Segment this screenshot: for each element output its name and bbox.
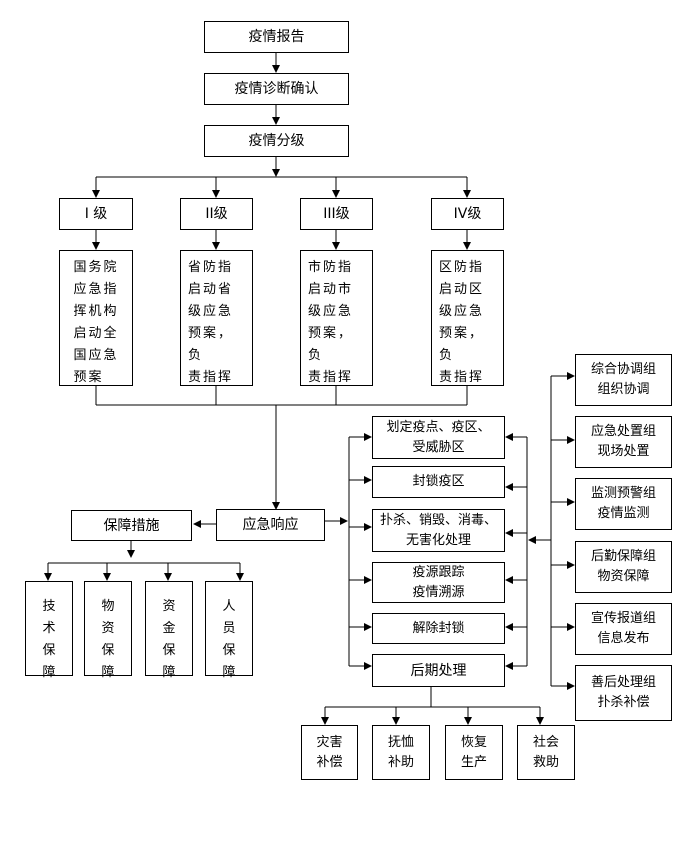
group-disposal-box: 应急处置组 现场处置 [575, 416, 672, 468]
fund-safeguard-box: 资 金 保 障 [145, 581, 193, 680]
level-3-box: III级 [300, 198, 373, 230]
material-safeguard-box: 物 资 保 障 [84, 581, 132, 680]
level-1-box: I 级 [59, 198, 133, 230]
emergency-response-box: 应急响应 [216, 509, 325, 541]
safeguard-measures-box: 保障措施 [71, 510, 192, 541]
level-4-box: IV级 [431, 198, 504, 230]
action-trace-source-box: 疫源跟踪 疫情溯源 [372, 562, 505, 603]
diagnosis-confirm-box: 疫情诊断确认 [204, 73, 349, 105]
social-relief-box: 社会 救助 [517, 725, 575, 780]
group-logistics-box: 后勤保障组 物资保障 [575, 541, 672, 593]
action-lift-blockade-box: 解除封锁 [372, 613, 505, 644]
action-cull-disinfect-box: 扑杀、销毁、消毒、 无害化处理 [372, 509, 505, 552]
restore-production-box: 恢复 生产 [445, 725, 503, 780]
group-aftercare-box: 善后处理组 扑杀补偿 [575, 665, 672, 721]
epidemic-grading-box: 疫情分级 [204, 125, 349, 157]
group-coordination-box: 综合协调组 组织协调 [575, 354, 672, 406]
disaster-compensation-box: 灾害 补偿 [301, 725, 358, 780]
action-blockade-box: 封锁疫区 [372, 466, 505, 498]
level-2-box: II级 [180, 198, 253, 230]
action-aftermath-box: 后期处理 [372, 654, 505, 687]
level-1-desc-box: 国务院 应急指 挥机构 启动全 国应急 预案 [59, 250, 133, 386]
pension-subsidy-box: 抚恤 补助 [372, 725, 430, 780]
personnel-safeguard-box: 人 员 保 障 [205, 581, 253, 680]
level-2-desc-box: 省防指 启动省 级应急 预案，负 责指挥 [180, 250, 253, 386]
group-publicity-box: 宣传报道组 信息发布 [575, 603, 672, 655]
epidemic-report-box: 疫情报告 [204, 21, 349, 53]
action-delineate-box: 划定疫点、疫区、 受威胁区 [372, 416, 505, 459]
group-monitoring-box: 监测预警组 疫情监测 [575, 478, 672, 530]
tech-safeguard-box: 技 术 保 障 [25, 581, 73, 680]
level-4-desc-box: 区防指 启动区 级应急 预案，负 责指挥 [431, 250, 504, 386]
level-3-desc-box: 市防指 启动市 级应急 预案，负 责指挥 [300, 250, 373, 386]
